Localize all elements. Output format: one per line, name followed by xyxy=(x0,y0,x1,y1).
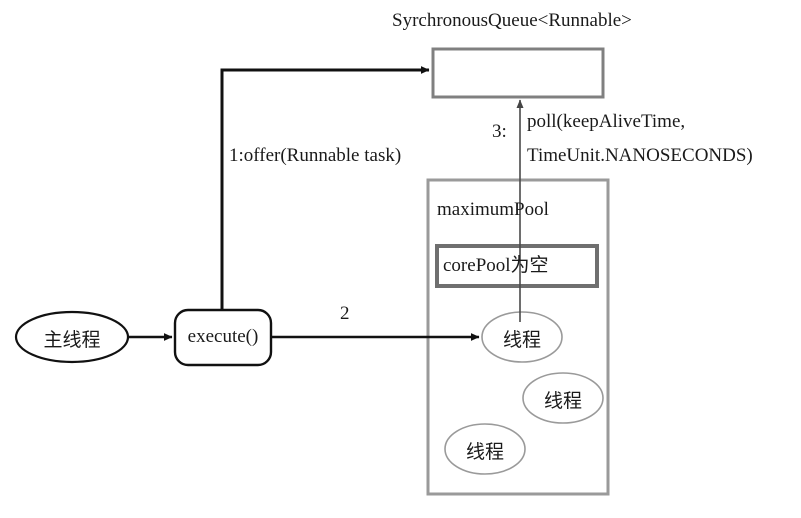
thread-label-2: 线程 xyxy=(543,391,582,412)
main-thread-ellipse xyxy=(14,310,130,364)
label-step-two: 2 xyxy=(340,303,350,324)
thread-ellipse-2 xyxy=(522,372,604,424)
label-poll-step-number: 3: xyxy=(492,121,507,142)
thread-label-1: 线程 xyxy=(502,330,541,351)
label-poll-line-2: TimeUnit.NANOSECONDS) xyxy=(527,145,753,166)
label-maximum-pool: maximumPool xyxy=(437,199,549,220)
arrow-execute-to-queue xyxy=(220,66,430,310)
queue-title: SyrchronousQueue<Runnable> xyxy=(392,10,632,31)
label-offer-step: 1:offer(Runnable task) xyxy=(229,145,402,166)
execute-label: execute() xyxy=(187,326,259,347)
thread-label-3: 线程 xyxy=(465,442,504,463)
label-poll-line-1: poll(keepAliveTime, xyxy=(527,111,686,132)
label-core-pool: corePool为空 xyxy=(443,255,549,276)
thread-ellipse-1 xyxy=(481,311,563,363)
core-pool-box xyxy=(435,244,599,288)
main-thread-label: 主线程 xyxy=(43,330,101,351)
synchronous-queue-box xyxy=(431,47,605,99)
thread-ellipse-3 xyxy=(444,423,526,475)
